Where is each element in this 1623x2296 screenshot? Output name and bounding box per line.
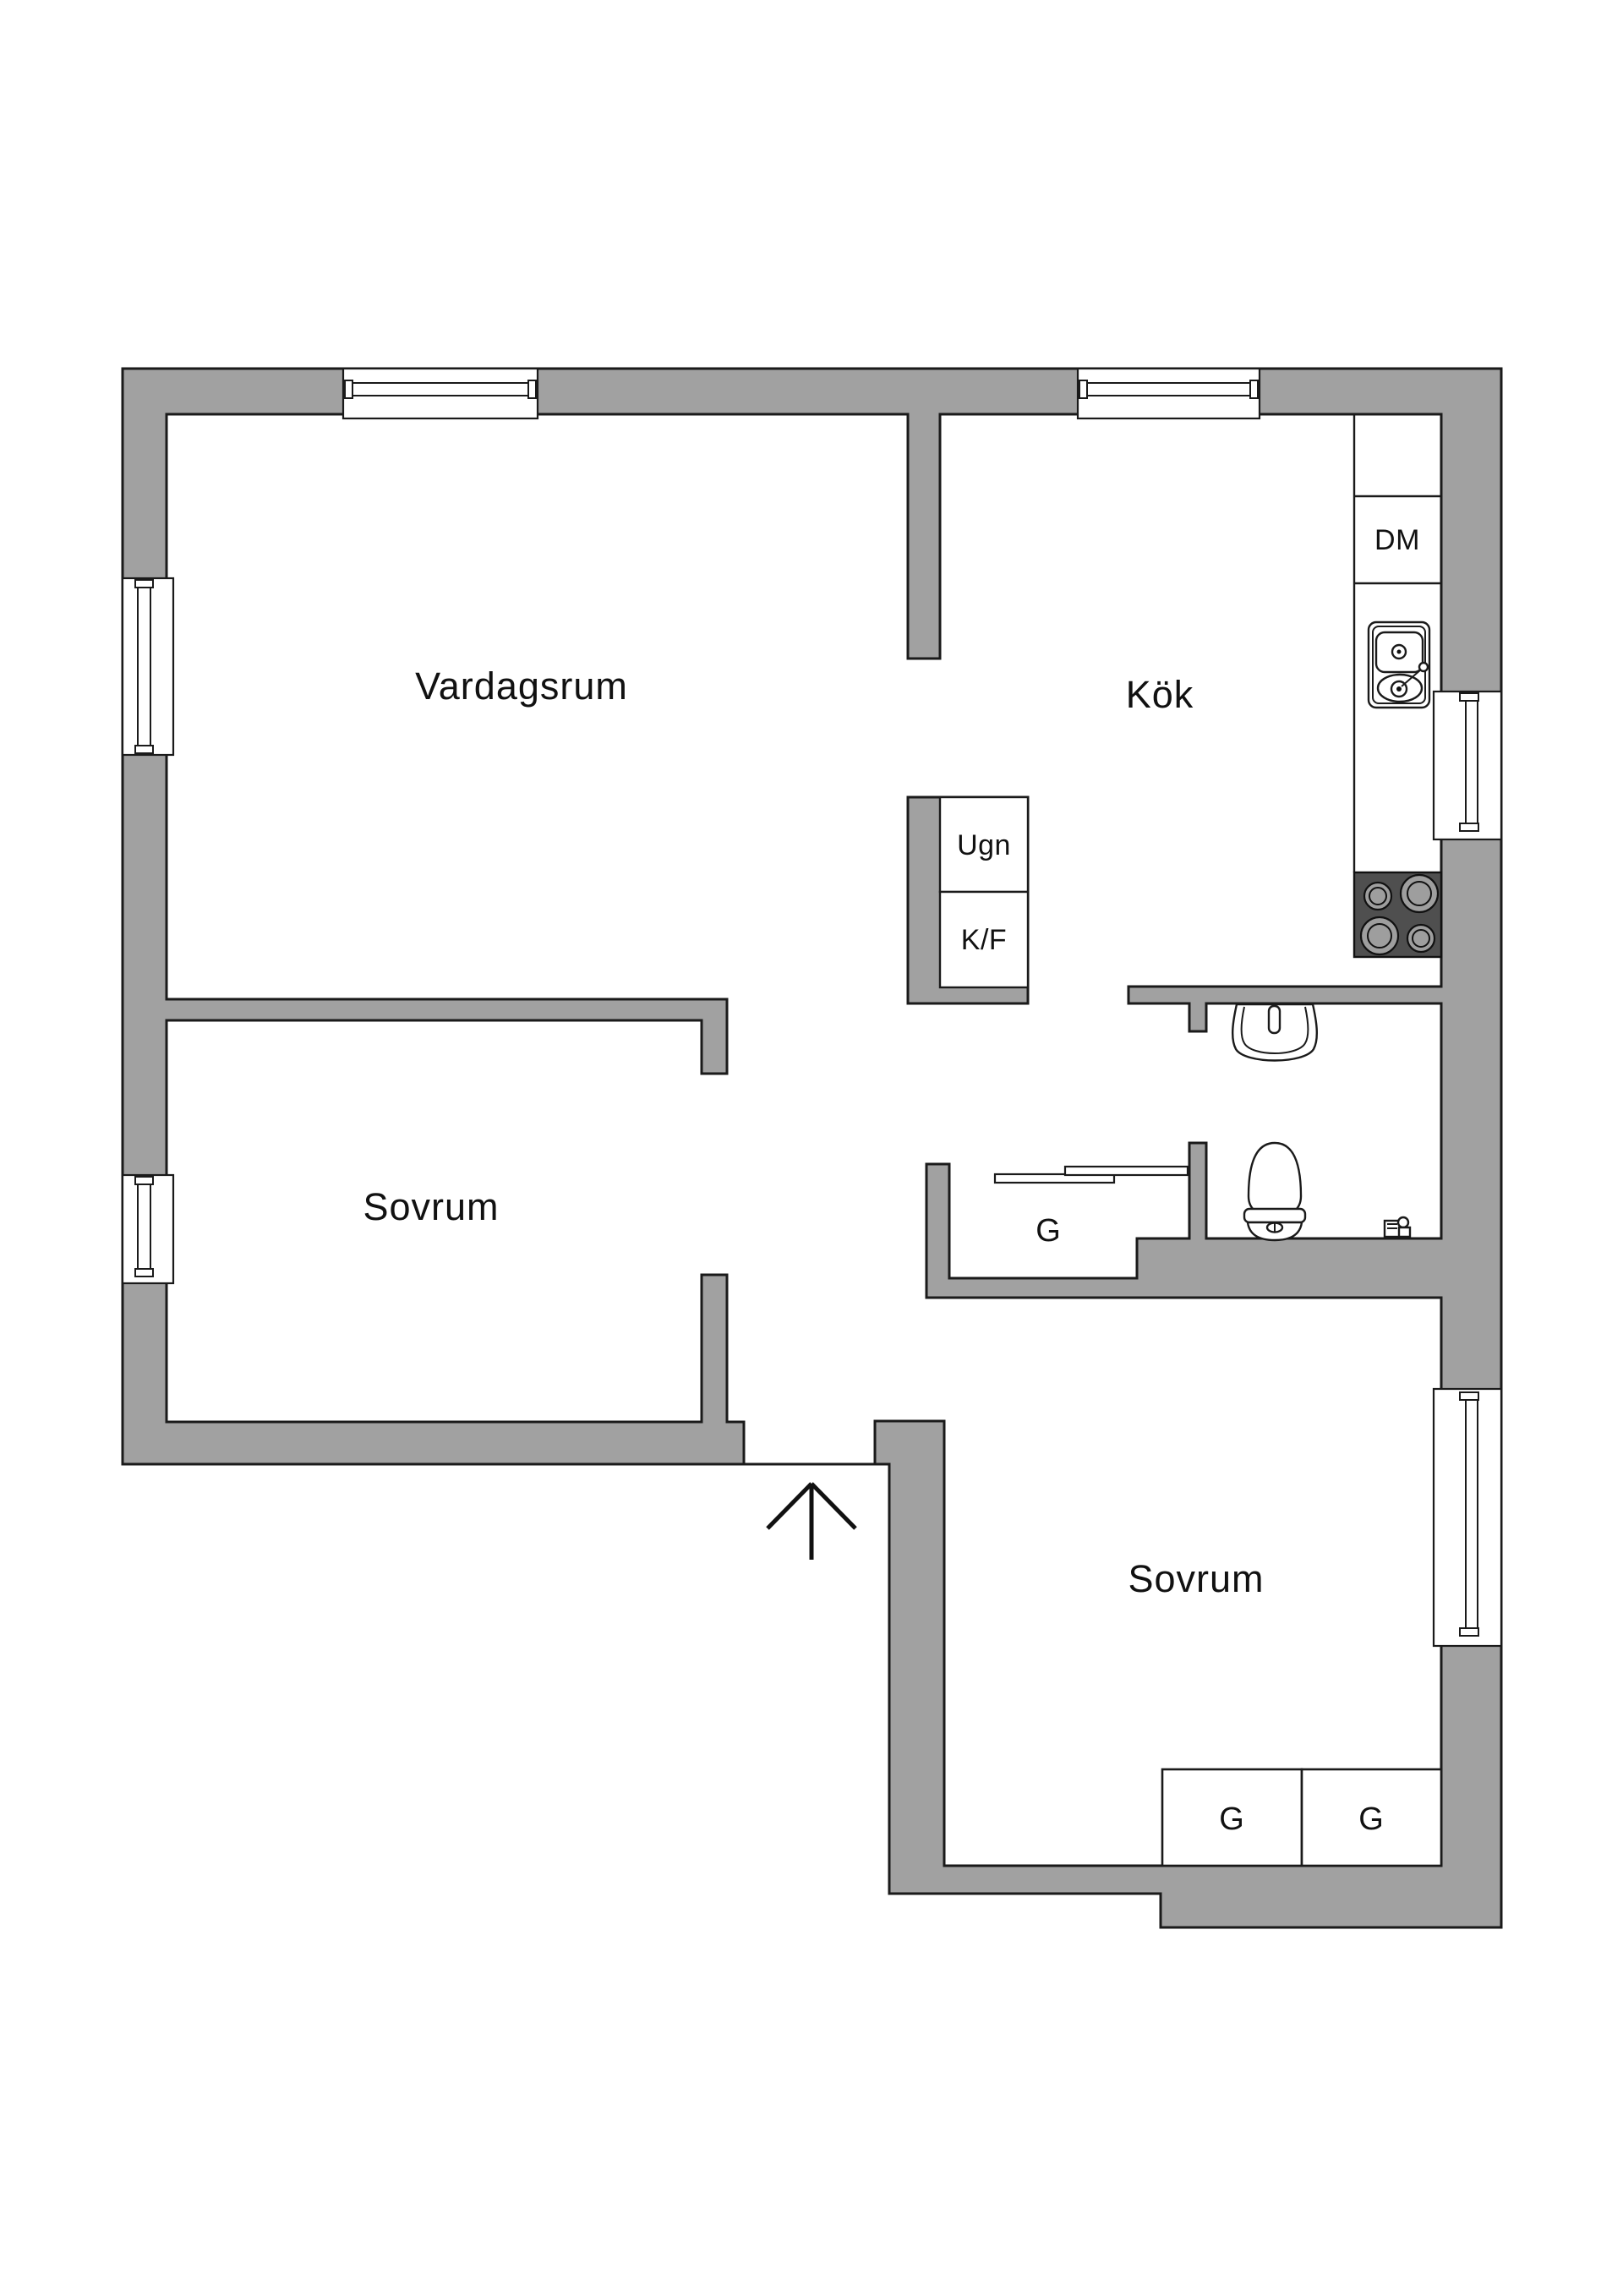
- kitchen-counter: [1352, 414, 1441, 872]
- living-room-label: Vardagsrum: [415, 664, 628, 708]
- window-left-living: [121, 577, 175, 757]
- wall-structure: [121, 367, 1503, 1929]
- window-top-living: [342, 367, 539, 420]
- bedroom-bottom-label: Sovrum: [1128, 1557, 1264, 1600]
- wardrobe-box-2: [1300, 1768, 1443, 1867]
- wardrobe-2-label: G: [1358, 1801, 1384, 1837]
- oven-label: Ugn: [957, 829, 1011, 861]
- bathroom-tap-icon: [1383, 1216, 1412, 1238]
- hall-wardrobe-label: G: [1036, 1213, 1061, 1249]
- washbasin-icon: [1231, 1003, 1319, 1062]
- fridge-freezer-box: [938, 890, 1030, 989]
- window-top-kitchen: [1076, 367, 1261, 420]
- bedroom-left-label: Sovrum: [363, 1185, 499, 1228]
- oven-fridge-unit: [906, 795, 1030, 1005]
- wardrobe-1-label: G: [1219, 1801, 1244, 1837]
- wardrobe-box-1: [1161, 1768, 1303, 1867]
- entry-arrow-icon: [766, 1482, 857, 1560]
- kitchen-sink-icon: [1367, 620, 1431, 709]
- fridge-freezer-label: K/F: [961, 924, 1007, 956]
- sliding-doors-icon: [993, 1165, 1189, 1184]
- kitchen-label: Kök: [1126, 673, 1194, 716]
- stove-icon: [1352, 871, 1443, 959]
- dishwasher-label: DM: [1374, 524, 1420, 556]
- toilet-icon: [1243, 1141, 1307, 1242]
- window-right-bedroom: [1432, 1387, 1503, 1648]
- oven-box: [938, 795, 1030, 894]
- window-right-kitchen: [1432, 690, 1503, 841]
- window-left-bedroom: [121, 1173, 175, 1285]
